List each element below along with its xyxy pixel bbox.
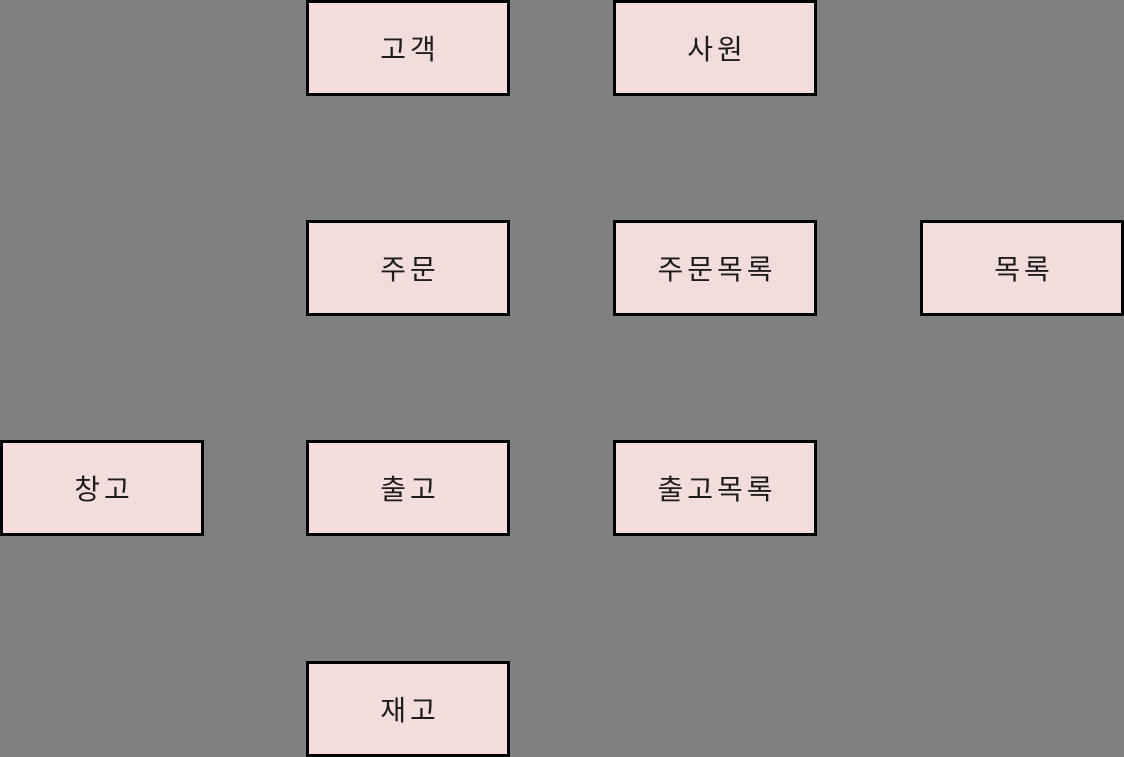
node-label-list: 목록 — [994, 253, 1054, 286]
diagram-node-order: 주문 — [306, 220, 510, 316]
node-label-warehouse: 창고 — [74, 473, 134, 506]
diagram-node-release: 출고 — [306, 440, 510, 536]
diagram-node-customer: 고객 — [306, 0, 510, 96]
diagram-node-warehouse: 창고 — [0, 440, 204, 536]
diagram-node-list: 목록 — [920, 220, 1124, 316]
node-label-stock: 재고 — [380, 694, 440, 727]
diagram-node-stock: 재고 — [306, 661, 510, 757]
node-label-customer: 고객 — [380, 33, 440, 66]
diagram-node-employee: 사원 — [613, 0, 817, 96]
node-label-release: 출고 — [380, 473, 440, 506]
node-label-release-list: 출고목록 — [657, 473, 777, 506]
diagram-node-order-list: 주문목록 — [613, 220, 817, 316]
node-label-order: 주문 — [380, 253, 440, 286]
diagram-node-release-list: 출고목록 — [613, 440, 817, 536]
node-label-order-list: 주문목록 — [657, 253, 777, 286]
node-label-employee: 사원 — [687, 33, 747, 66]
